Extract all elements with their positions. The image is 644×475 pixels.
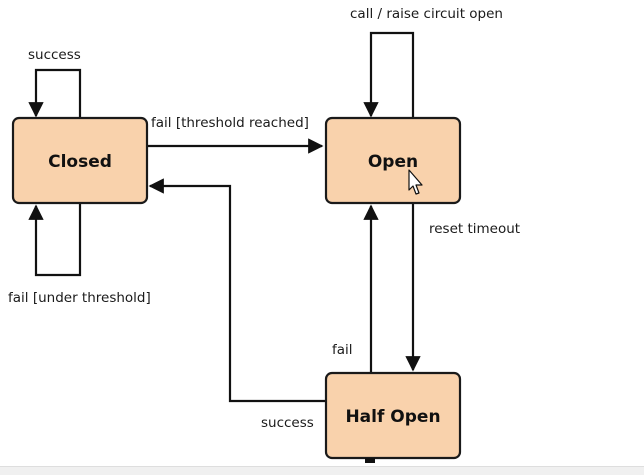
edge-half-open-to-closed xyxy=(148,178,326,403)
label-closed-self-success: success xyxy=(28,47,81,63)
label-closed-to-open: fail [threshold reached] xyxy=(151,115,309,131)
state-closed: Closed xyxy=(11,116,149,205)
label-half-open-to-open: fail xyxy=(332,342,353,358)
label-open-to-half-open: reset timeout xyxy=(429,221,520,237)
state-closed-label: Closed xyxy=(48,152,112,172)
state-open: Open xyxy=(324,116,462,205)
connector-handle xyxy=(365,458,375,463)
edge-closed-self-success xyxy=(28,68,82,118)
state-half-open-label: Half Open xyxy=(345,407,440,427)
edge-open-self xyxy=(363,31,415,118)
mouse-cursor-icon xyxy=(408,169,423,195)
edge-closed-self-fail xyxy=(28,204,82,277)
state-open-label: Open xyxy=(368,152,418,172)
bottom-border xyxy=(0,466,644,475)
label-half-open-to-closed: success xyxy=(261,415,314,431)
state-half-open: Half Open xyxy=(324,371,462,460)
label-closed-self-fail: fail [under threshold] xyxy=(8,290,151,306)
label-open-self: call / raise circuit open xyxy=(350,6,503,22)
